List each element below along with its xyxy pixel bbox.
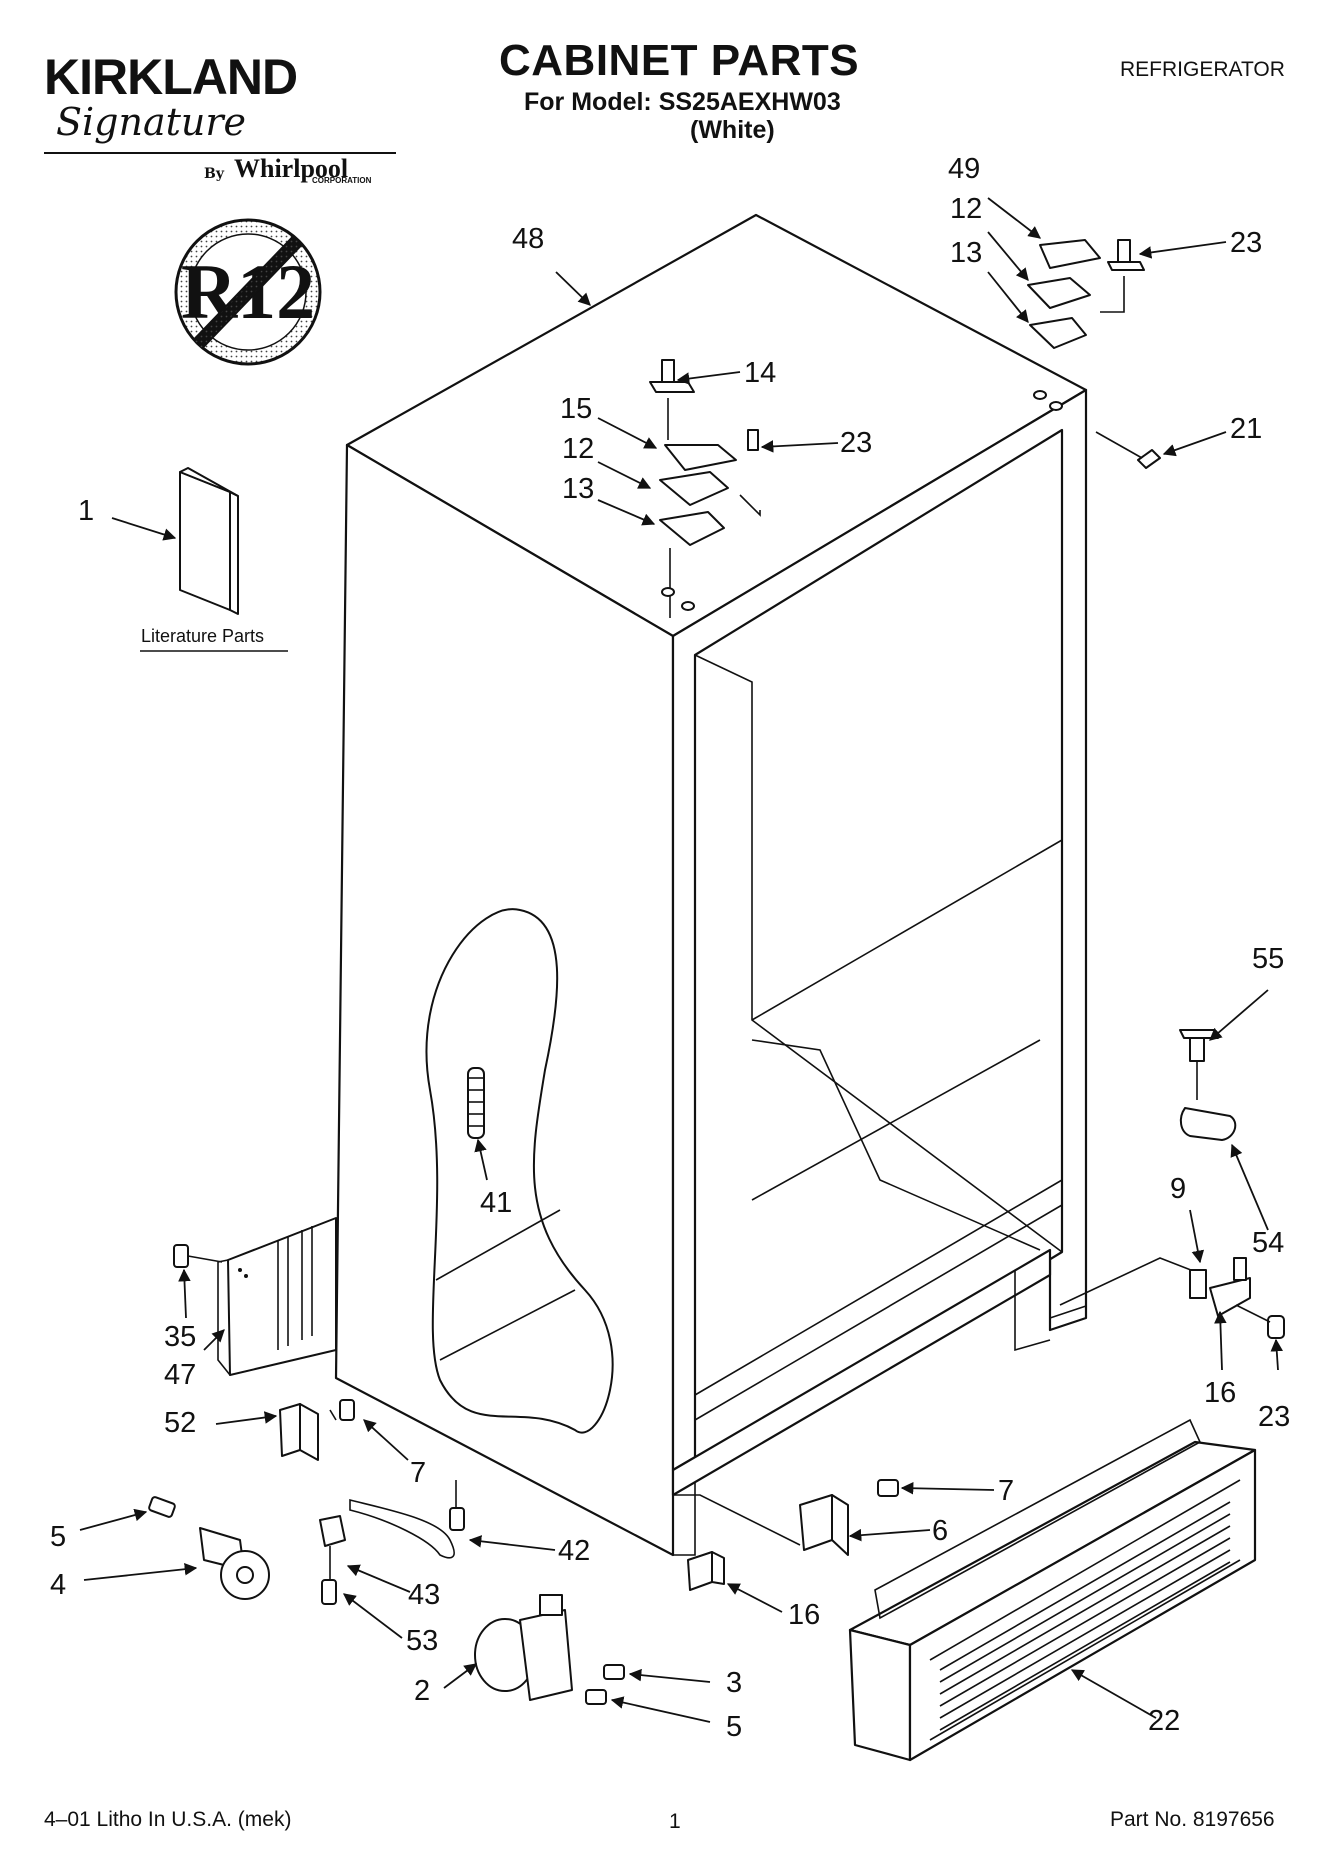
leader-lines [79,197,1284,1723]
callout-labels: 48 49 12 13 23 14 15 23 12 13 21 1 55 54… [50,153,1290,1743]
callout-52: 52 [164,1407,196,1439]
lower-right-hinge [1059,1257,1285,1339]
brand-logo: KIRKLAND Signature By Whirlpool CORPORAT… [44,48,404,188]
no-r12-prohibition-icon: R12 [174,218,322,366]
callout-5: 5 [50,1521,66,1553]
brand-rule [44,152,396,154]
toe-grille [848,1418,1257,1762]
right-hinge-stack [1027,239,1145,411]
callout-23: 23 [1258,1401,1290,1433]
callout-21: 21 [1230,413,1262,445]
callout-42: 42 [558,1535,590,1567]
callout-15: 15 [560,393,592,425]
leveling-bracket [1179,1029,1237,1141]
callout-1: 1 [78,495,94,527]
callout-4: 4 [50,1569,66,1601]
callout-35: 35 [164,1321,196,1353]
callout-12: 12 [562,433,594,465]
callout-54: 54 [1252,1227,1284,1259]
maker-sub: CORPORATION [312,176,372,185]
callout-6: 6 [932,1515,948,1547]
footer-litho: 4–01 Litho In U.S.A. (mek) [44,1808,292,1831]
literature-parts-label: Literature Parts [141,626,265,646]
toe-grille-bracket [673,1479,899,1556]
trim-pin [1095,431,1161,469]
callout-7: 7 [998,1475,1014,1507]
page-number: 1 [669,1810,681,1833]
rear-access-panel [217,1217,337,1376]
heater-coil [467,1067,485,1139]
panel-screw [173,1244,223,1268]
callout-16: 16 [1204,1377,1236,1409]
grille-clip [687,1551,725,1591]
callout-3: 3 [726,1667,742,1699]
page-title: CABINET PARTS [499,36,860,85]
product-type: REFRIGERATOR [1120,58,1285,81]
callout-7: 7 [410,1457,426,1489]
callout-47: 47 [164,1359,196,1391]
front-roller [474,1594,625,1705]
callout-55: 55 [1252,943,1284,975]
brand-script: Signature [56,100,247,144]
callout-9: 9 [1170,1173,1186,1205]
model-line: For Model: SS25AEXHW03 [524,88,841,116]
callout-14: 14 [744,357,776,389]
rear-caster [148,1496,270,1600]
callout-13: 13 [562,473,594,505]
callout-23: 23 [840,427,872,459]
maker-name: Whirlpool [234,154,349,183]
callout-48: 48 [512,223,544,255]
cord-bracket [279,1399,355,1461]
callout-13: 13 [950,237,982,269]
part-number: Part No. 8197656 [1110,1808,1275,1831]
callout-12: 12 [950,193,982,225]
callout-22: 22 [1148,1705,1180,1737]
brand-name: KIRKLAND [44,49,298,105]
callout-2: 2 [414,1675,430,1707]
callout-23: 23 [1230,227,1262,259]
literature-booklet [179,467,239,615]
callout-53: 53 [406,1625,438,1657]
callout-49: 49 [948,153,980,185]
callout-41: 41 [480,1187,512,1219]
brand-by: By [204,166,224,182]
callout-16: 16 [788,1599,820,1631]
callout-5: 5 [726,1711,742,1743]
water-tube [319,1480,465,1605]
cabinet-shell [334,213,1088,1557]
color-line: (White) [690,116,775,144]
center-hinge-stack [649,359,761,618]
callout-43: 43 [408,1579,440,1611]
